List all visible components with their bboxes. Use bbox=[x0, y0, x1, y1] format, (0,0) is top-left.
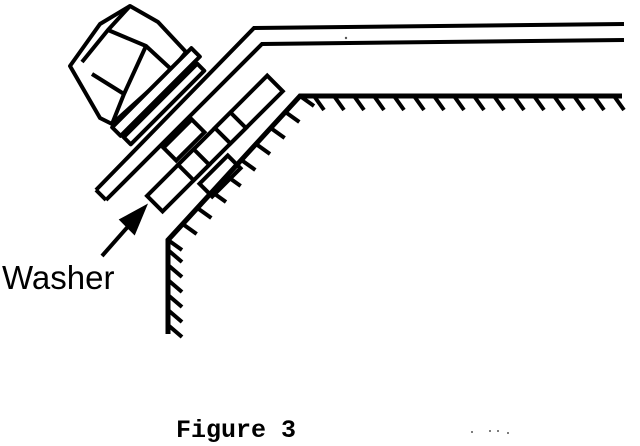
hatch-mark bbox=[166, 248, 184, 264]
callout-arrow bbox=[100, 203, 149, 258]
hatched-surface bbox=[165, 93, 622, 334]
hatch-mark bbox=[166, 238, 184, 252]
washer bbox=[144, 72, 286, 215]
hatch-mark bbox=[512, 94, 526, 112]
hatch-mark bbox=[166, 323, 184, 339]
upper-panel-outer-edge bbox=[94, 22, 625, 192]
speck bbox=[489, 430, 491, 432]
speck bbox=[471, 431, 473, 433]
hatch-mark bbox=[532, 94, 546, 112]
hatch-mark bbox=[269, 126, 286, 140]
speck bbox=[497, 430, 499, 432]
washer-callout-label: Washer bbox=[2, 259, 115, 296]
upper-panel-inner-edge bbox=[104, 38, 625, 202]
hatch-mark bbox=[352, 94, 366, 112]
hatch-mark bbox=[166, 293, 184, 309]
hatch-mark bbox=[432, 94, 446, 112]
hatch-mark bbox=[372, 94, 386, 112]
hatch-mark bbox=[612, 94, 626, 112]
hatch-mark bbox=[166, 263, 184, 279]
washer-plate bbox=[144, 72, 286, 215]
figure-caption: Figure 3 bbox=[176, 416, 297, 445]
hatch-mark bbox=[592, 94, 606, 112]
hatch-mark bbox=[552, 94, 566, 112]
hatch-mark bbox=[412, 94, 426, 112]
nut-face bbox=[80, 4, 174, 125]
nut-base-washer bbox=[121, 61, 207, 147]
bolt-segment bbox=[196, 152, 244, 200]
hatch-mark bbox=[254, 142, 272, 156]
hatch-mark bbox=[312, 94, 326, 112]
washer-segment bbox=[212, 109, 249, 147]
speck bbox=[344, 36, 348, 40]
specks bbox=[344, 36, 509, 434]
arrow-head bbox=[118, 203, 149, 236]
surface-line bbox=[165, 93, 622, 334]
hatch-mark bbox=[298, 94, 316, 108]
upper-panel-end bbox=[94, 188, 108, 202]
hatch-mark bbox=[392, 94, 406, 112]
hatch-mark bbox=[210, 190, 228, 204]
hatch-mark bbox=[572, 94, 586, 112]
speck bbox=[507, 432, 509, 434]
hatch-mark bbox=[284, 110, 301, 124]
hatch-mark bbox=[452, 94, 466, 112]
bolt-shank bbox=[110, 46, 202, 138]
hatch-mark bbox=[240, 158, 257, 172]
washer-segment bbox=[175, 146, 213, 184]
hatch-mark bbox=[332, 94, 346, 112]
hatch-mark bbox=[196, 206, 213, 220]
hatch-marks bbox=[166, 94, 626, 339]
bolt-stack bbox=[160, 116, 244, 200]
upper-panel bbox=[94, 22, 625, 202]
hatch-mark bbox=[492, 94, 506, 112]
hatch-mark bbox=[472, 94, 486, 112]
hatch-mark bbox=[225, 174, 242, 188]
hatch-mark bbox=[181, 222, 198, 236]
hatch-mark bbox=[166, 278, 184, 294]
bolt-nut bbox=[68, 4, 207, 147]
bolt-segment bbox=[160, 116, 208, 164]
hatch-mark bbox=[166, 308, 184, 324]
